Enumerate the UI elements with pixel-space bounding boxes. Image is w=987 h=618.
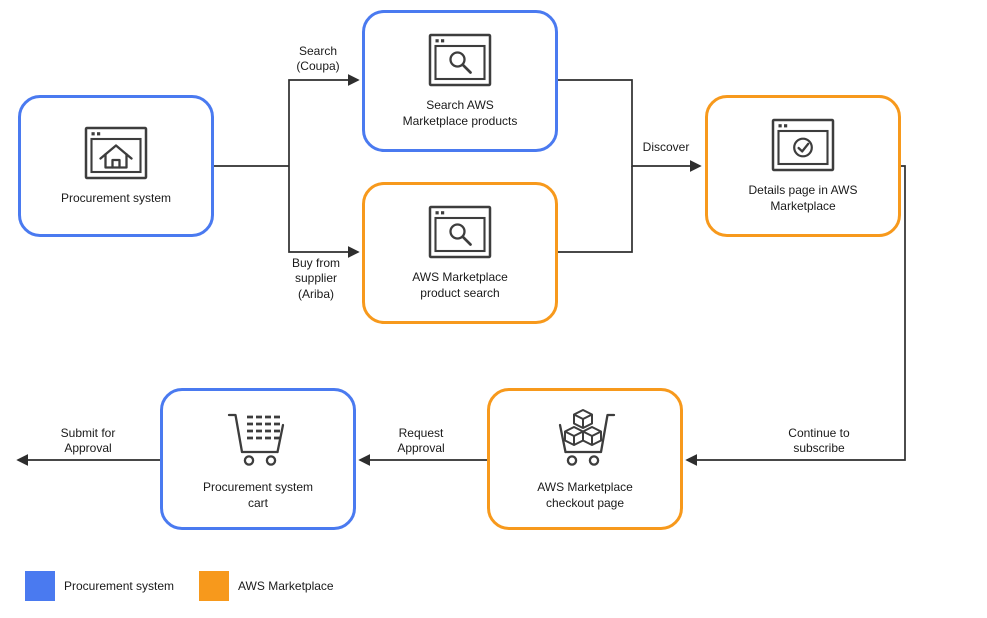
- node-checkout-page-label: AWS Marketplace checkout page: [537, 479, 633, 510]
- edge-label-request-approval: Request Approval: [397, 426, 445, 456]
- legend-item-aws-marketplace: AWS Marketplace: [199, 571, 334, 601]
- node-search-aws-marketplace-products-label: Search AWS Marketplace products: [402, 97, 518, 128]
- node-aws-marketplace-product-search-label: AWS Marketplace product search: [412, 269, 508, 300]
- browser-search-icon: [428, 33, 492, 87]
- legend-label-aws: AWS Marketplace: [238, 579, 334, 593]
- browser-search-icon: [428, 205, 492, 259]
- browser-home-icon: [84, 126, 148, 180]
- browser-check-icon: [771, 118, 835, 172]
- legend-item-procurement-system: Procurement system: [25, 571, 174, 601]
- edge-label-submit-for-approval: Submit for Approval: [60, 426, 116, 456]
- edge-label-buy-from-supplier: Buy from supplier (Ariba): [291, 256, 340, 301]
- node-procurement-system-cart-label: Procurement system cart: [202, 479, 314, 510]
- node-aws-marketplace-product-search: AWS Marketplace product search: [362, 182, 558, 324]
- edge-discover-top: [558, 79, 702, 172]
- edge-continue-to-subscribe: [685, 165, 906, 466]
- node-details-page: Details page in AWS Marketplace: [705, 95, 901, 237]
- edge-label-search-coupa: Search (Coupa): [296, 44, 340, 74]
- edge-buy-from-supplier: [288, 166, 360, 258]
- edge-label-continue-to-subscribe: Continue to subscribe: [788, 426, 850, 456]
- node-search-aws-marketplace-products: Search AWS Marketplace products: [362, 10, 558, 152]
- node-details-page-label: Details page in AWS Marketplace: [748, 182, 858, 213]
- node-checkout-page: AWS Marketplace checkout page: [487, 388, 683, 530]
- cart-boxes-icon: [550, 407, 620, 469]
- node-procurement-system-label: Procurement system: [60, 190, 172, 205]
- legend-label-procurement: Procurement system: [64, 579, 175, 593]
- cart-items-icon: [223, 407, 293, 469]
- node-procurement-system: Procurement system: [18, 95, 214, 237]
- legend-swatch-aws: [199, 571, 229, 601]
- edge-label-discover: Discover: [642, 140, 690, 154]
- edge-search-coupa: [288, 74, 360, 166]
- legend-swatch-procurement: [25, 571, 55, 601]
- edge-discover-bottom: [558, 166, 633, 253]
- node-procurement-system-cart: Procurement system cart: [160, 388, 356, 530]
